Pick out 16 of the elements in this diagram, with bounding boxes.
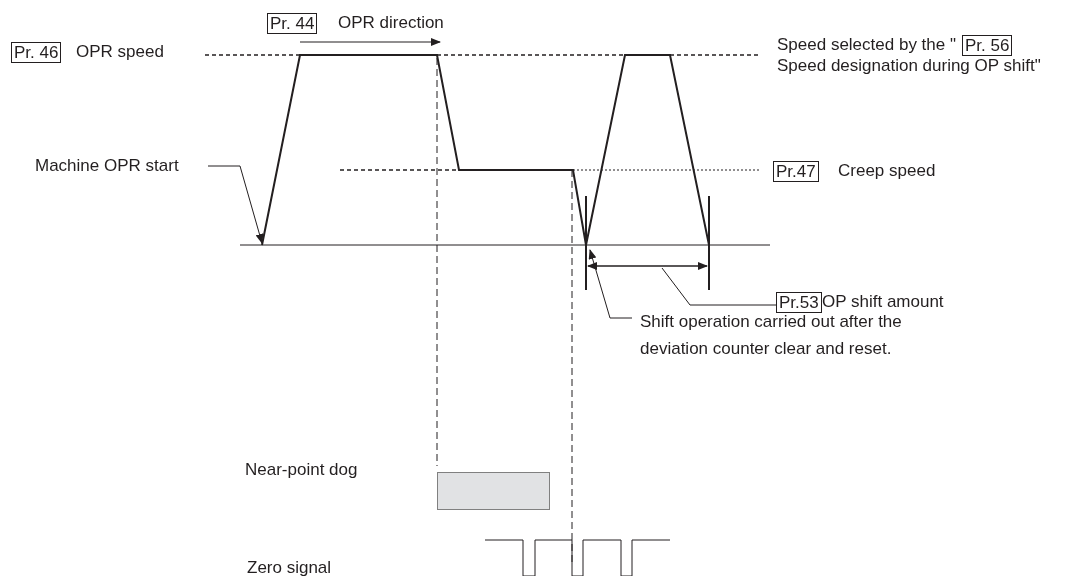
signal-label: Zero signal xyxy=(247,558,332,576)
parameter-tag: Pr.53 xyxy=(776,292,822,313)
parameter-tag: Pr. 46 xyxy=(11,42,62,63)
speed-label: OPR speed xyxy=(76,42,164,62)
signal-label: Near-point dog xyxy=(245,460,358,480)
leader-line xyxy=(661,267,777,306)
speed-label: Speed selected by the " xyxy=(777,35,956,55)
leader-line xyxy=(588,249,633,319)
callout-text: Machine OPR start xyxy=(35,156,179,176)
parameter-tag: Pr.47 xyxy=(773,161,819,182)
speed-label: Speed designation during OP shift" xyxy=(777,56,1042,76)
leader-line xyxy=(207,165,264,244)
parameter-tag: Pr. 56 xyxy=(962,35,1013,56)
axis-label: OPR direction xyxy=(338,13,444,33)
speed-label: Creep speed xyxy=(838,161,936,181)
parameter-tag: Pr. 44 xyxy=(267,13,318,34)
